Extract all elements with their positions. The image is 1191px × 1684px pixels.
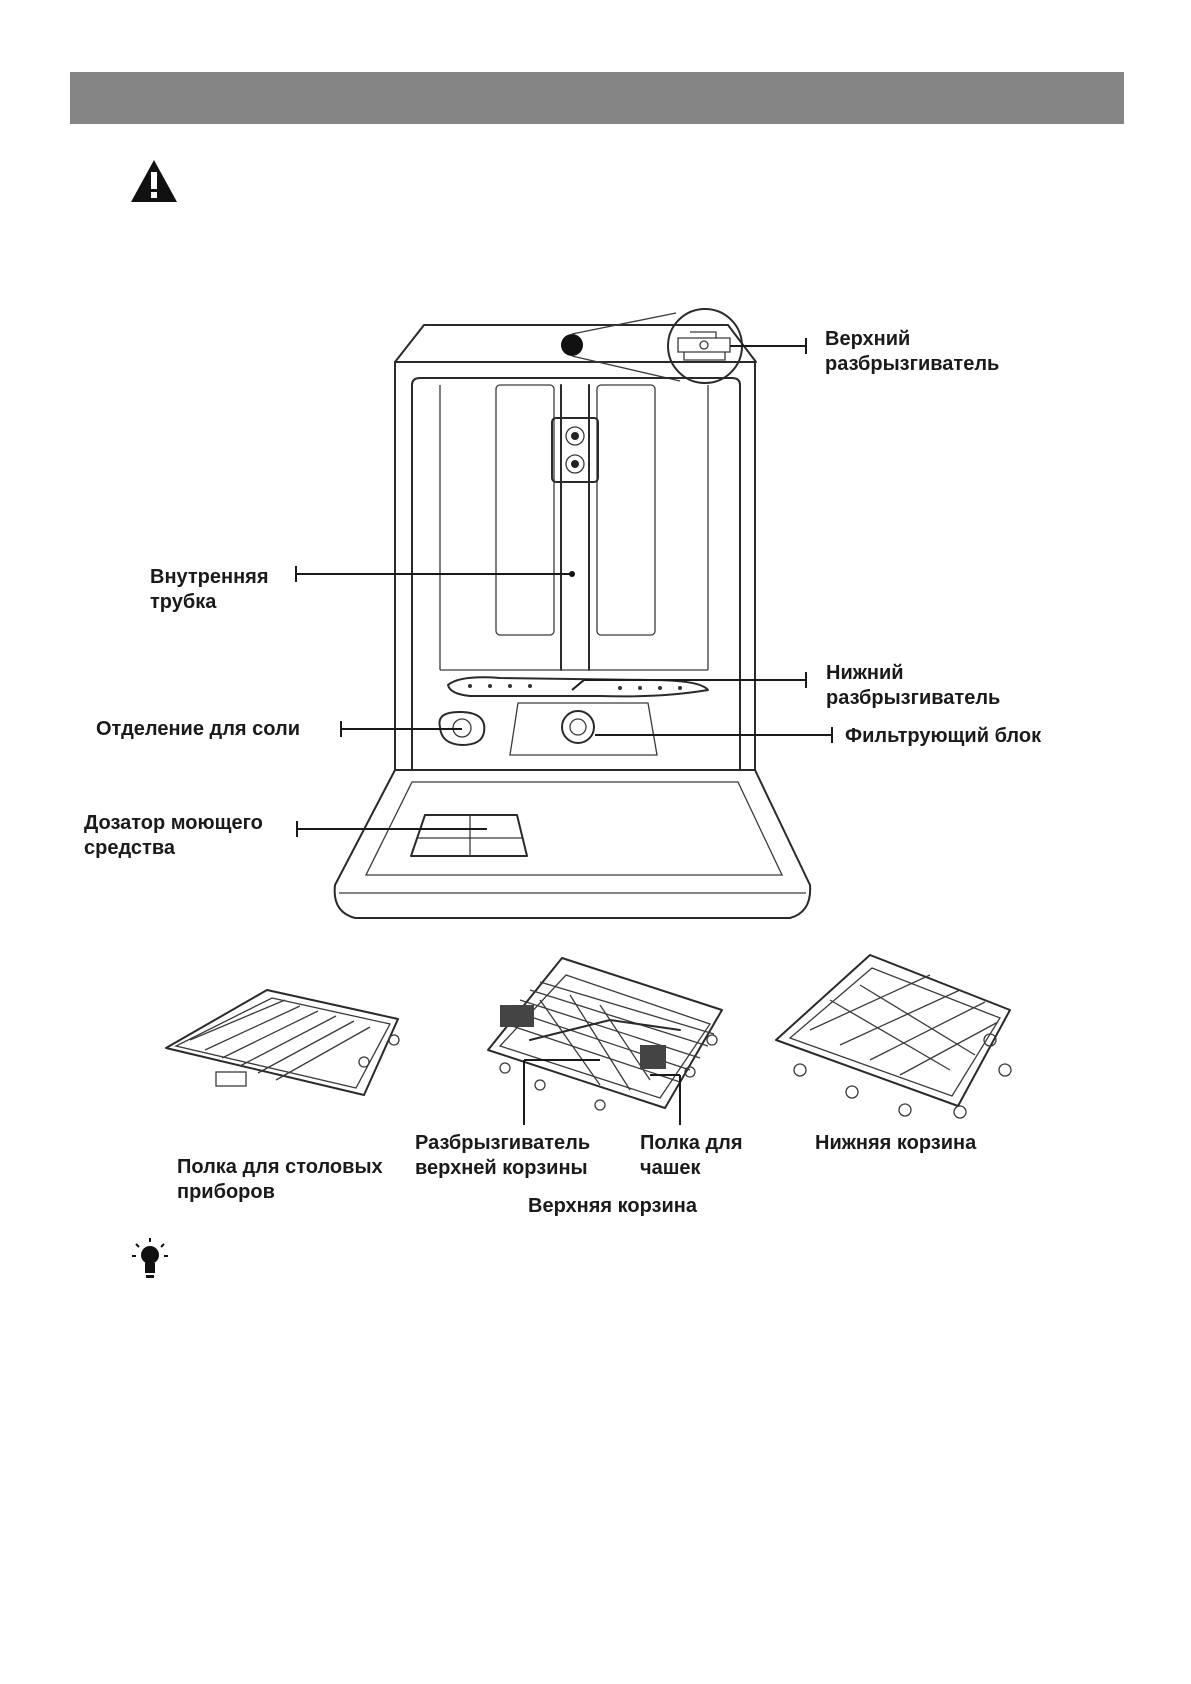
upper-spray-arm-marker <box>561 334 583 356</box>
dishwasher-cabinet <box>394 361 756 771</box>
lower-basket-drawing <box>775 954 1012 1119</box>
label-lower-spray-arm: Нижний разбрызгиватель <box>826 662 1001 709</box>
salt-compartment-cap <box>438 710 486 746</box>
dishwasher-door <box>333 769 812 919</box>
label-upper-spray-arm: Верхний разбрызгиватель <box>825 328 1000 375</box>
label-detergent-dispenser: Дозатор моющего средства <box>84 812 263 859</box>
label-upper-basket: Верхняя корзина <box>528 1195 697 1217</box>
dishwasher-top-panel <box>394 324 757 363</box>
filter-plate <box>509 702 658 756</box>
label-salt-compartment: Отделение для соли <box>96 718 300 740</box>
lower-spray-arm <box>447 676 709 698</box>
inner-tube <box>560 384 590 671</box>
label-filter-assembly: Фильтрующий блок <box>845 725 1042 747</box>
filter-assembly <box>561 710 595 744</box>
cutlery-shelf-drawing <box>165 989 400 1096</box>
label-cutlery-shelf: Полка для столовых приборов <box>177 1156 383 1203</box>
label-cup-shelf: Полка для чашек <box>640 1132 743 1179</box>
section-header-bar <box>70 72 1124 124</box>
label-upper-basket-spray-arm: Разбрызгиватель верхней корзины <box>415 1132 591 1179</box>
upper-basket-drawing <box>487 957 723 1111</box>
label-inner-tube: Внутренняя трубка <box>150 566 269 613</box>
upper-spray-arm-zoom <box>667 308 743 384</box>
detergent-dispenser <box>410 814 528 857</box>
label-lower-basket: Нижняя корзина <box>815 1132 977 1154</box>
